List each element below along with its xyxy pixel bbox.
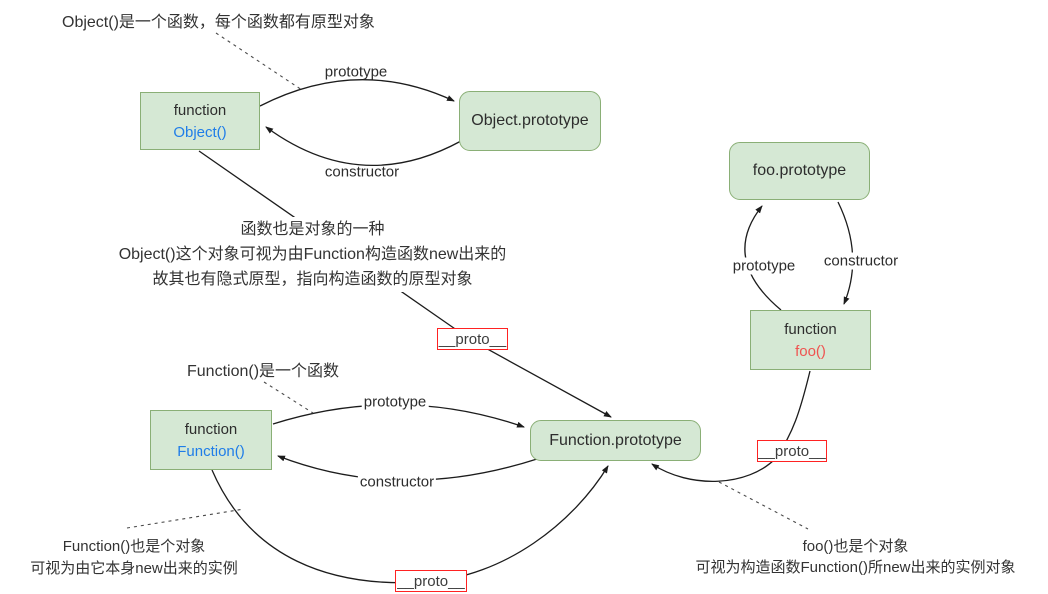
callout-line-top-note	[215, 32, 303, 91]
node-function-function: function Function()	[150, 410, 272, 470]
edge-label-foo-prototype: prototype	[730, 257, 798, 275]
node-foo-prototype: foo.prototype	[729, 142, 870, 200]
proto-badge-object-label: __proto__	[438, 330, 507, 348]
edge-label-object-constructor: constructor	[324, 163, 400, 181]
annotation-middle-line3: 故其也有隐式原型，指向构造函数的原型对象	[152, 271, 473, 288]
annotation-bottom-right: foo()也是个对象 可视为构造函数Function()所new出来的实例对象	[663, 536, 1048, 578]
edge-label-function-prototype: prototype	[361, 393, 429, 411]
callout-line-bottom-left-note	[126, 508, 245, 529]
edge-label-foo-constructor: constructor	[821, 252, 901, 270]
edge-object-prototype-arrow	[259, 79, 455, 107]
proto-badge-object: __proto__	[437, 328, 508, 350]
node-function-object-keyword: function	[173, 101, 227, 119]
node-function-prototype-label: Function.prototype	[549, 431, 682, 449]
proto-badge-function: __proto__	[395, 570, 467, 592]
node-function-object: function Object()	[140, 92, 260, 150]
proto-badge-function-label: __proto__	[397, 572, 465, 590]
edge-label-function-constructor: constructor	[357, 473, 437, 491]
annotation-bottom-right-line2: 可视为构造函数Function()所new出来的实例对象	[695, 559, 1016, 576]
node-function-foo: function foo()	[750, 310, 871, 370]
annotation-object-is-function: Object()是一个函数，每个函数都有原型对象	[62, 14, 375, 31]
callout-line-bottom-right-note	[718, 481, 809, 530]
proto-badge-foo-label: __proto__	[758, 442, 826, 460]
proto-badge-foo: __proto__	[757, 440, 827, 462]
annotation-bottom-left: Function()也是个对象 可视为由它本身new出来的实例	[0, 536, 268, 580]
edge-label-object-prototype: prototype	[324, 63, 388, 81]
annotation-function-is-function: Function()是一个函数	[187, 363, 340, 380]
node-function-prototype: Function.prototype	[530, 420, 701, 461]
annotation-middle-line1: 函数也是对象的一种	[240, 221, 385, 238]
node-object-prototype: Object.prototype	[459, 91, 601, 151]
node-function-foo-keyword: function	[784, 320, 837, 338]
node-function-function-keyword: function	[184, 420, 238, 438]
node-function-function-name: Function()	[177, 442, 245, 460]
node-object-prototype-label: Object.prototype	[471, 112, 589, 129]
node-function-foo-name: foo()	[795, 342, 826, 360]
annotation-bottom-left-line2: 可视为由它本身new出来的实例	[30, 560, 238, 577]
annotation-middle: 函数也是对象的一种 Object()这个对象可视为由Function构造函数ne…	[85, 217, 540, 292]
edge-object-constructor-arrow	[265, 126, 462, 166]
annotation-bottom-right-line1: foo()也是个对象	[802, 538, 909, 555]
annotation-bottom-left-line1: Function()也是个对象	[62, 538, 206, 555]
callout-line-function-note	[263, 381, 314, 414]
node-foo-prototype-label: foo.prototype	[752, 162, 847, 179]
node-function-object-name: Object()	[173, 123, 227, 141]
annotation-middle-line2: Object()这个对象可视为由Function构造函数new出来的	[118, 246, 507, 263]
